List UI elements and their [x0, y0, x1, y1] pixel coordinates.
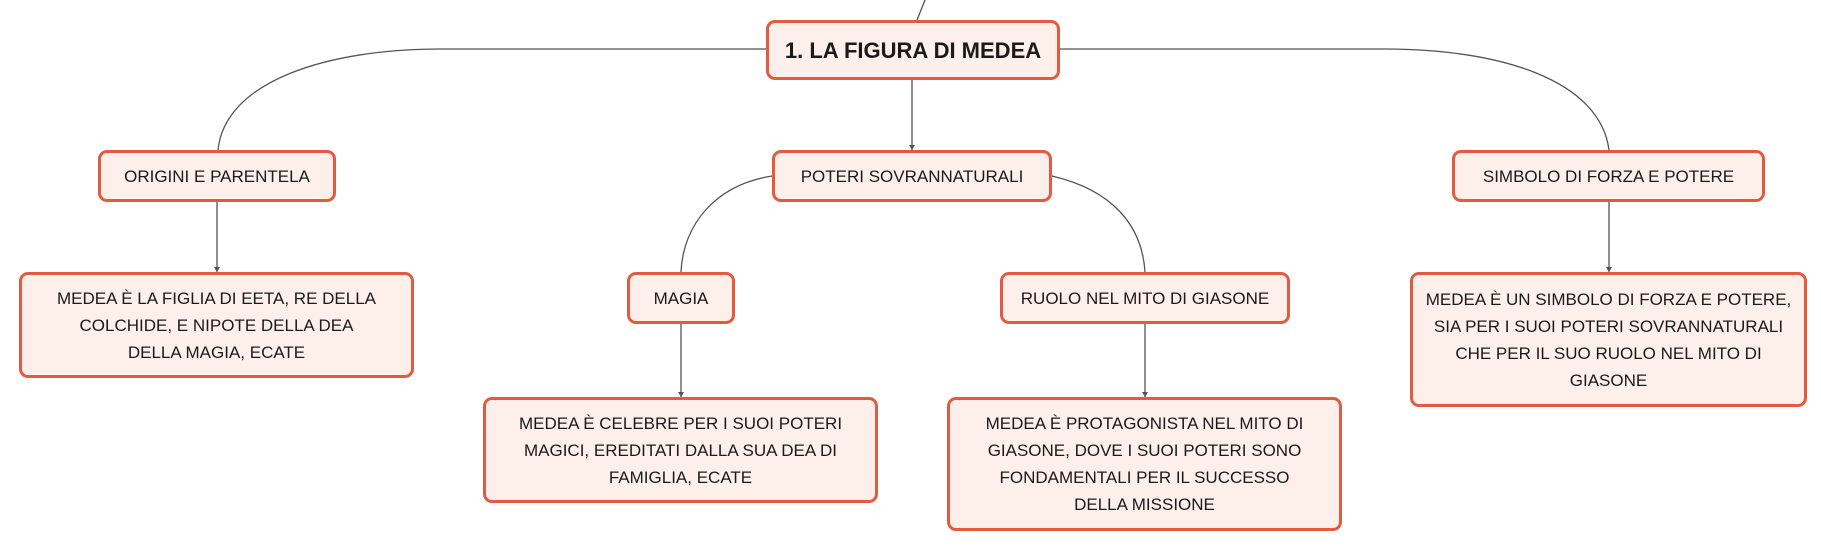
node-magia[interactable]: MAGIA — [627, 272, 735, 324]
connector-root-origini — [217, 48, 766, 151]
root-node[interactable]: 1. LA FIGURA DI MEDEA — [766, 20, 1060, 80]
node-ruolo-mito-giasone[interactable]: RUOLO NEL MITO DI GIASONE — [1000, 272, 1290, 324]
connector-root-simbolo — [1060, 48, 1610, 151]
connector-poteri-magia — [680, 175, 773, 273]
node-simbolo-forza-potere[interactable]: SIMBOLO DI FORZA E POTERE — [1452, 150, 1765, 202]
node-ruolo-detail[interactable]: MEDEA È PROTAGONISTA NEL MITO DI GIASONE… — [947, 397, 1342, 531]
node-origini-detail[interactable]: MEDEA È LA FIGLIA DI EETA, RE DELLA COLC… — [19, 272, 414, 378]
node-origini-parentela[interactable]: ORIGINI E PARENTELA — [98, 150, 336, 202]
node-poteri-sovrannaturali[interactable]: POTERI SOVRANNATURALI — [772, 150, 1052, 202]
connector-incoming-root — [916, 0, 926, 21]
connector-poteri-ruolo — [1051, 175, 1146, 273]
node-simbolo-detail[interactable]: MEDEA È UN SIMBOLO DI FORZA E POTERE, SI… — [1410, 272, 1807, 407]
node-magia-detail[interactable]: MEDEA È CELEBRE PER I SUOI POTERI MAGICI… — [483, 397, 878, 503]
